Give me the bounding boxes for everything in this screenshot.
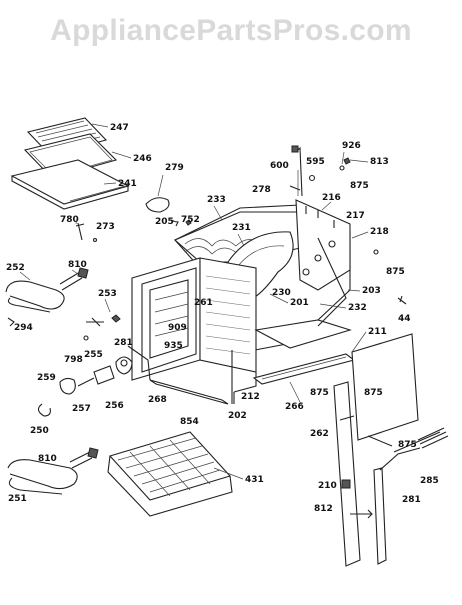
callout-256: 256 <box>105 401 124 411</box>
callout-780: 780 <box>60 215 79 225</box>
callout-202: 202 <box>228 411 247 421</box>
callout-854: 854 <box>180 417 199 427</box>
callout-251: 251 <box>8 494 27 504</box>
callout-875-c: 875 <box>310 388 329 398</box>
callout-247: 247 <box>110 123 129 133</box>
callout-252: 252 <box>6 263 25 273</box>
callout-813: 813 <box>370 157 389 167</box>
watermark-logo: AppliancePartsPros.com <box>50 14 412 47</box>
callout-218: 218 <box>370 227 389 237</box>
callout-246: 246 <box>133 154 152 164</box>
callout-259: 259 <box>37 373 56 383</box>
callout-203: 203 <box>362 286 381 296</box>
thermostat-and-knob <box>37 314 133 417</box>
callout-257: 257 <box>72 404 91 414</box>
callout-875-e: 875 <box>398 440 417 450</box>
door-and-hinges <box>333 295 449 567</box>
callout-752: 752 <box>181 215 200 225</box>
callout-labels: 247 246 241 279 780 273 205 752 233 231 … <box>6 123 439 514</box>
callout-212: 212 <box>241 392 260 402</box>
oven-rack <box>107 431 233 517</box>
callout-230: 230 <box>272 288 291 298</box>
broiler-pan-assembly <box>10 117 130 210</box>
callout-266: 266 <box>285 402 304 412</box>
leader-lines <box>19 123 369 480</box>
callout-595: 595 <box>306 157 325 167</box>
callout-431: 431 <box>245 475 264 485</box>
callout-205: 205 <box>155 217 174 227</box>
bake-element <box>5 267 89 327</box>
callout-261: 261 <box>194 298 213 308</box>
callout-255: 255 <box>84 350 103 360</box>
callout-211: 211 <box>368 327 387 337</box>
callout-875-a: 875 <box>350 181 369 191</box>
callout-909: 909 <box>168 323 187 333</box>
callout-294: 294 <box>14 323 33 333</box>
callout-926: 926 <box>342 141 361 151</box>
callout-241: 241 <box>118 179 137 189</box>
callout-268: 268 <box>148 395 167 405</box>
callout-232: 232 <box>348 303 367 313</box>
callout-216: 216 <box>322 193 341 203</box>
callout-278: 278 <box>252 185 271 195</box>
callout-875-d: 875 <box>364 388 383 398</box>
oven-cavity <box>127 199 356 405</box>
callout-217: 217 <box>346 211 365 221</box>
misc-small-parts <box>75 197 192 243</box>
callout-273: 273 <box>96 222 115 232</box>
callout-810-b: 810 <box>38 454 57 464</box>
callout-798: 798 <box>64 355 83 365</box>
callout-935: 935 <box>164 341 183 351</box>
callout-253: 253 <box>98 289 117 299</box>
callout-279: 279 <box>165 163 184 173</box>
callout-600: 600 <box>270 161 289 171</box>
callout-201: 201 <box>290 298 309 308</box>
callout-285: 285 <box>420 476 439 486</box>
broil-element <box>7 447 99 495</box>
callout-210: 210 <box>318 481 337 491</box>
callout-262: 262 <box>310 429 329 439</box>
callout-231: 231 <box>232 223 251 233</box>
callout-281: 281 <box>114 338 133 348</box>
callout-250: 250 <box>30 426 49 436</box>
callout-810: 810 <box>68 260 87 270</box>
callout-812: 812 <box>314 504 333 514</box>
callout-875-b: 875 <box>386 267 405 277</box>
callout-44: 44 <box>398 314 411 324</box>
callout-281-b: 281 <box>402 495 421 505</box>
callout-233: 233 <box>207 195 226 205</box>
